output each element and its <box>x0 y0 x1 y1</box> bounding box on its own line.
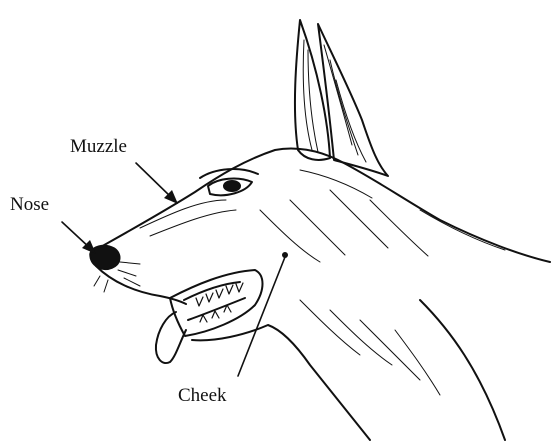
face-shading <box>94 170 505 395</box>
nose-shape <box>90 246 120 270</box>
nose-arrow <box>62 222 96 254</box>
head-outline <box>92 148 550 440</box>
muzzle-label: Muzzle <box>70 137 127 156</box>
muzzle-arrow <box>136 163 178 204</box>
cheek-label: Cheek <box>178 386 227 405</box>
tongue <box>156 312 186 363</box>
nose-label: Nose <box>10 195 49 214</box>
